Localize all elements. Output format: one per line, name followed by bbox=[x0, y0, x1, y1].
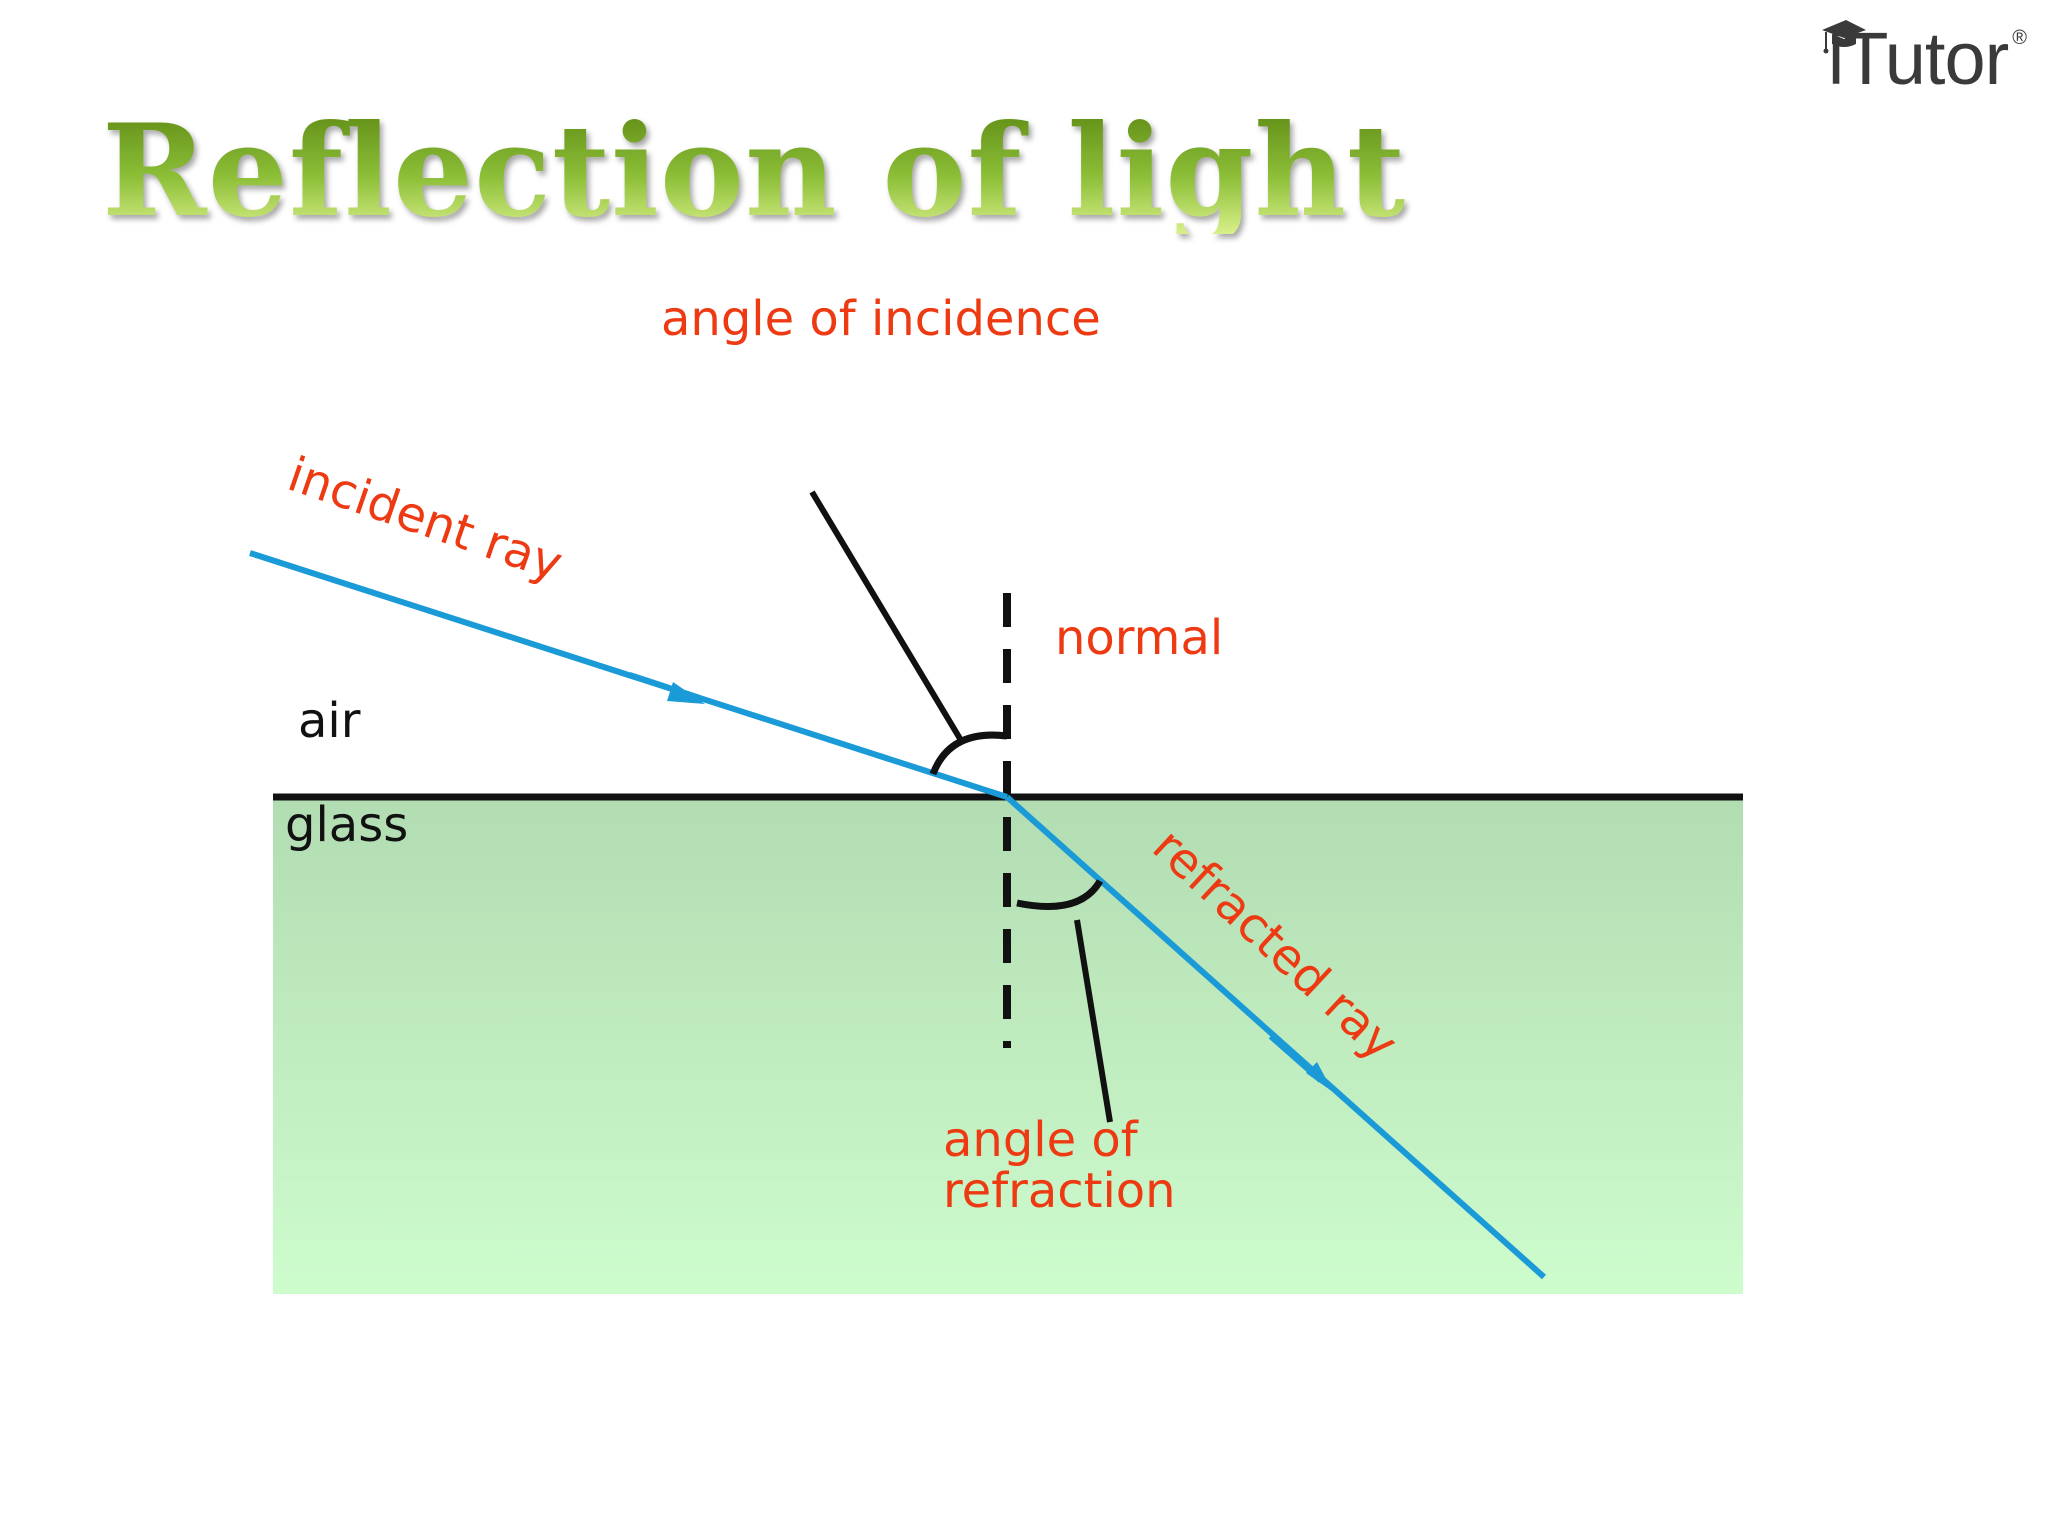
angle-of-refraction-label-line2: refraction bbox=[943, 1163, 1176, 1219]
angle-of-refraction-pointer bbox=[1074, 919, 1113, 1123]
page-title: Reflection of light bbox=[102, 97, 1407, 245]
angle-of-refraction-arc bbox=[1016, 879, 1104, 910]
incident-ray-label: incident ray bbox=[281, 446, 569, 592]
graduation-cap-icon bbox=[1821, 20, 1866, 54]
logo-text: iTutor bbox=[1827, 17, 2009, 100]
angle-of-incidence-label: angle of incidence bbox=[661, 291, 1101, 347]
normal-label: normal bbox=[1055, 610, 1223, 666]
incident-ray-line bbox=[249, 550, 1008, 800]
angle-of-incidence-arc bbox=[929, 731, 1008, 776]
refracted-ray-arrow bbox=[1306, 1062, 1333, 1092]
angle-of-refraction-label-line1: angle of bbox=[943, 1112, 1139, 1168]
registered-mark: ® bbox=[2012, 27, 2027, 49]
air-label: air bbox=[298, 693, 361, 749]
refracted-ray-arrow-tail bbox=[1268, 1035, 1322, 1083]
itutor-logo: iTutor ® bbox=[1821, 17, 2027, 100]
angle-of-incidence-pointer bbox=[809, 490, 965, 744]
incident-ray-arrow-tail bbox=[629, 672, 701, 699]
refracted-ray-line bbox=[1005, 794, 1546, 1280]
glass-label: glass bbox=[285, 797, 408, 853]
